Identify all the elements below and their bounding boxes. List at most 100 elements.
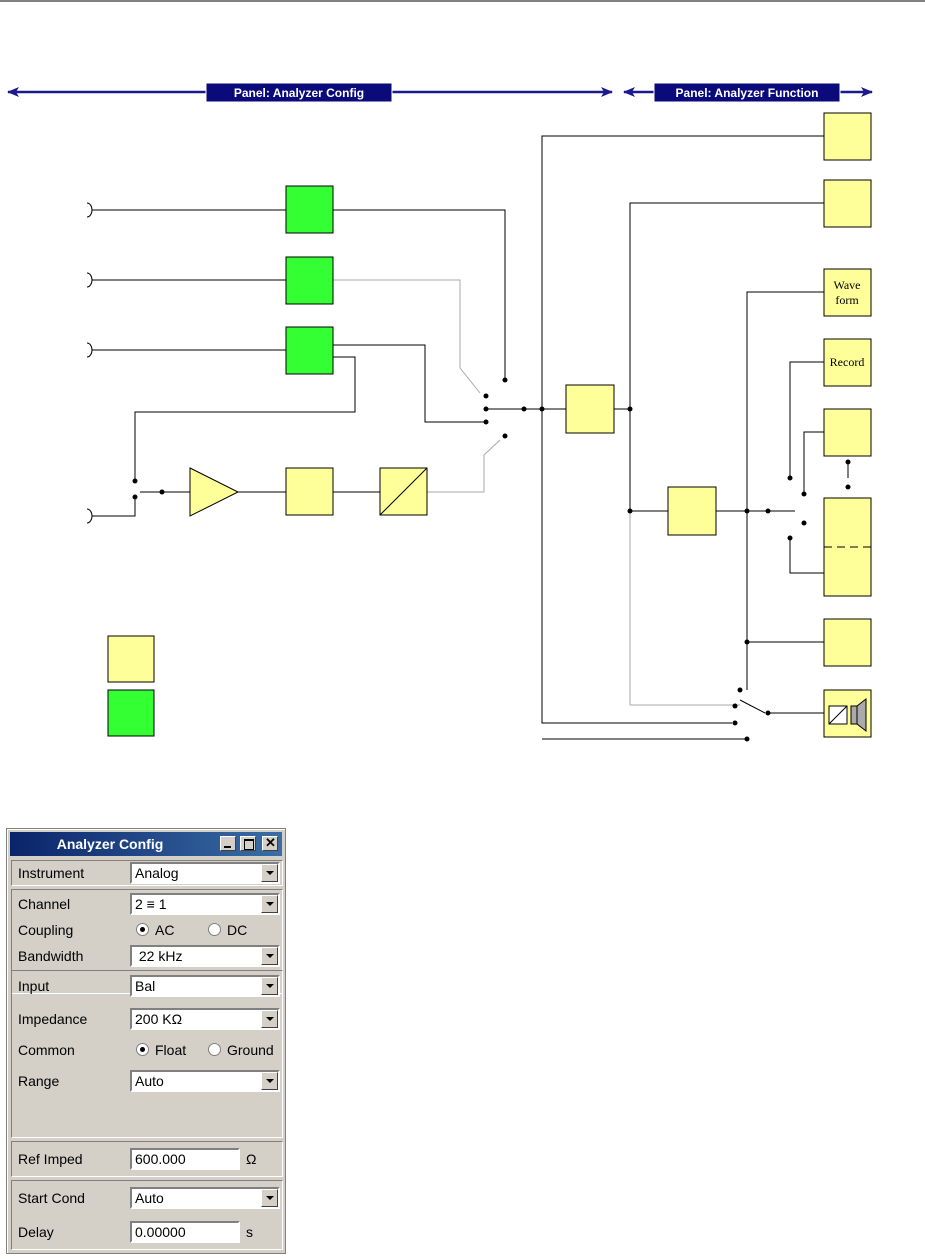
chevron-down-icon[interactable]	[261, 947, 278, 965]
green-block-3	[285, 326, 334, 375]
ref-imped-unit: Ω	[246, 1151, 257, 1167]
impedance-value: 200 KΩ	[135, 1011, 183, 1027]
analyzer-block-diagram: Panel: Analyzer Config Panel: Analyzer F…	[0, 0, 925, 742]
record-block	[823, 338, 872, 387]
input-select[interactable]: Bal	[130, 975, 280, 997]
group-channel: Channel 2 ≡ 1 Coupling AC DC Bandwidth 2…	[11, 889, 283, 994]
input-connector-4	[86, 508, 93, 524]
config-panel-label: Panel: Analyzer Config	[234, 86, 364, 100]
row-range: Range Auto	[12, 1068, 282, 1094]
ref-imped-label: Ref Imped	[18, 1151, 83, 1167]
row-common: Common Float Ground	[12, 1037, 282, 1063]
amplifier-triangle	[189, 467, 240, 517]
coupling-dc-label: DC	[227, 922, 248, 938]
window-title: Analyzer Config	[56, 836, 164, 852]
yellow-block-mid	[667, 486, 717, 536]
close-button[interactable]: ✕	[262, 835, 278, 851]
yellow-block-center	[565, 384, 615, 434]
input-value: Bal	[135, 978, 156, 994]
row-input: Input Bal	[12, 973, 282, 999]
coupling-ac-label: AC	[155, 922, 175, 938]
green-block-2	[285, 256, 334, 305]
chevron-down-icon[interactable]	[261, 1072, 278, 1090]
waveform-label-line1: Wave	[833, 278, 860, 292]
switch-contacts	[132, 377, 851, 742]
common-ground-radio[interactable]	[208, 1043, 221, 1056]
input-connector-3	[86, 342, 93, 358]
delay-field[interactable]: 0.00000	[130, 1221, 240, 1243]
chevron-down-icon[interactable]	[261, 1189, 278, 1207]
row-bandwidth: Bandwidth 22 kHz	[12, 943, 282, 969]
record-label: Record	[830, 355, 865, 369]
minimize-icon	[224, 846, 231, 848]
start-cond-value: Auto	[135, 1190, 164, 1206]
range-label: Range	[18, 1073, 60, 1089]
yellow-block-right-7	[823, 618, 872, 667]
yellow-block-right-1	[823, 112, 872, 161]
delay-value: 0.00000	[135, 1224, 186, 1240]
common-label: Common	[18, 1042, 75, 1058]
coupling-dc-radio[interactable]	[208, 923, 221, 936]
function-panel-header	[653, 82, 841, 103]
group-start: Start Cond Auto Delay 0.00000 s	[11, 1180, 283, 1250]
chevron-down-icon[interactable]	[261, 895, 278, 913]
common-ground-label: Ground	[227, 1042, 274, 1058]
row-coupling: Coupling AC DC	[12, 917, 282, 943]
instrument-select[interactable]: Analog	[130, 862, 280, 884]
green-block-1	[285, 185, 334, 234]
impedance-select[interactable]: 200 KΩ	[130, 1008, 280, 1030]
impedance-label: Impedance	[18, 1011, 88, 1027]
close-icon: ✕	[265, 835, 276, 850]
delay-unit: s	[246, 1224, 253, 1240]
channel-label: Channel	[18, 896, 71, 912]
input-connector-2	[86, 272, 93, 288]
legend-yellow-swatch	[107, 635, 155, 683]
yellow-block-right-2	[823, 179, 872, 228]
bandwidth-label: Bandwidth	[18, 948, 84, 964]
maximize-icon	[244, 839, 254, 850]
start-cond-label: Start Cond	[18, 1190, 85, 1206]
window-titlebar[interactable]: Analyzer Config ✕	[10, 832, 282, 856]
analyzer-config-window: Analyzer Config ✕ Instrument Analog Chan…	[6, 828, 286, 1254]
group-input: Input Bal Impedance 200 KΩ Common Float …	[11, 970, 283, 1138]
minimize-button[interactable]	[220, 836, 236, 851]
instrument-value: Analog	[135, 865, 179, 881]
chevron-down-icon[interactable]	[261, 864, 278, 882]
row-ref-imped: Ref Imped 600.000 Ω	[12, 1146, 282, 1172]
waveform-block	[823, 268, 872, 317]
channel-select[interactable]: 2 ≡ 1	[130, 893, 280, 915]
channel-value: 2 ≡ 1	[135, 896, 167, 912]
row-start-cond: Start Cond Auto	[12, 1185, 282, 1211]
input-label: Input	[18, 978, 50, 994]
ref-imped-value: 600.000	[135, 1151, 186, 1167]
adc-diagonal	[379, 467, 428, 516]
common-float-label: Float	[155, 1042, 187, 1058]
bandwidth-select[interactable]: 22 kHz	[130, 945, 280, 967]
bandwidth-value: 22 kHz	[135, 948, 183, 964]
speaker-icon	[850, 705, 858, 725]
coupling-label: Coupling	[18, 922, 74, 938]
row-delay: Delay 0.00000 s	[12, 1219, 282, 1245]
row-impedance: Impedance 200 KΩ	[12, 1006, 282, 1032]
start-cond-select[interactable]: Auto	[130, 1187, 280, 1209]
maximize-button[interactable]	[240, 836, 256, 851]
chevron-down-icon[interactable]	[261, 1010, 278, 1028]
range-value: Auto	[135, 1073, 164, 1089]
ref-imped-field[interactable]: 600.000	[130, 1148, 240, 1170]
config-panel-header	[205, 82, 393, 103]
row-instrument: Instrument Analog	[12, 860, 282, 886]
chevron-down-icon[interactable]	[261, 977, 278, 995]
yellow-block-filter	[285, 467, 334, 516]
group-instrument: Instrument Analog	[11, 860, 283, 886]
common-float-radio[interactable]	[136, 1043, 149, 1056]
instrument-label: Instrument	[18, 865, 85, 881]
coupling-ac-radio[interactable]	[136, 923, 149, 936]
row-channel: Channel 2 ≡ 1	[12, 891, 282, 917]
range-select[interactable]: Auto	[130, 1070, 280, 1092]
legend-green-swatch	[107, 689, 155, 737]
waveform-label-line2: form	[835, 293, 859, 307]
group-ref-imped: Ref Imped 600.000 Ω	[11, 1141, 283, 1177]
signal-wiring	[86, 135, 849, 740]
delay-label: Delay	[18, 1224, 54, 1240]
input-connector-1	[86, 202, 93, 218]
